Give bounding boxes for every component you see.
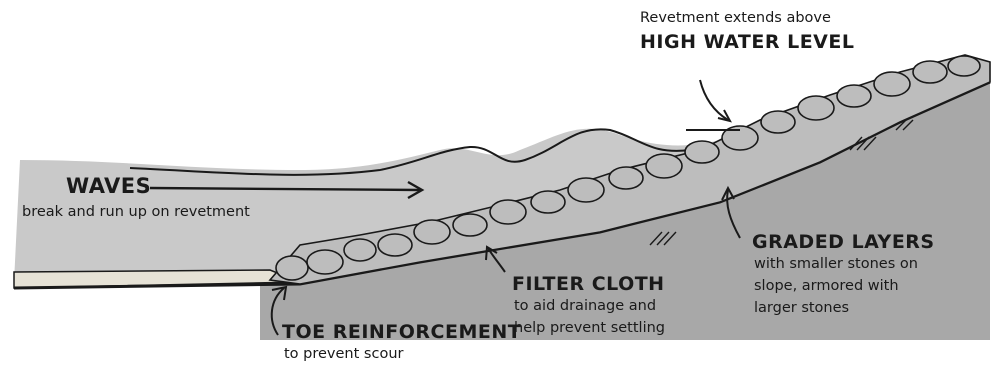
graded-layers-desc-3: larger stones xyxy=(754,300,849,317)
filter-cloth-label: FILTER CLOTH xyxy=(512,274,665,296)
waves-label: WAVES xyxy=(66,174,151,198)
filter-cloth-desc-1: to aid drainage and xyxy=(514,298,656,315)
high-water-pointer xyxy=(686,80,740,130)
graded-layers-desc-1: with smaller stones on xyxy=(754,256,918,273)
revetment-note: Revetment extends above xyxy=(640,10,831,27)
toe-reinforcement-desc: to prevent scour xyxy=(284,346,403,363)
graded-layers-label: GRADED LAYERS xyxy=(752,232,935,254)
filter-cloth-desc-2: help prevent settling xyxy=(514,320,665,337)
graded-layers-desc-2: slope, armored with xyxy=(754,278,899,295)
toe-reinforcement-label: TOE REINFORCEMENT xyxy=(282,322,521,344)
high-water-level-label: HIGH WATER LEVEL xyxy=(640,32,854,54)
waves-description: break and run up on revetment xyxy=(22,204,250,221)
